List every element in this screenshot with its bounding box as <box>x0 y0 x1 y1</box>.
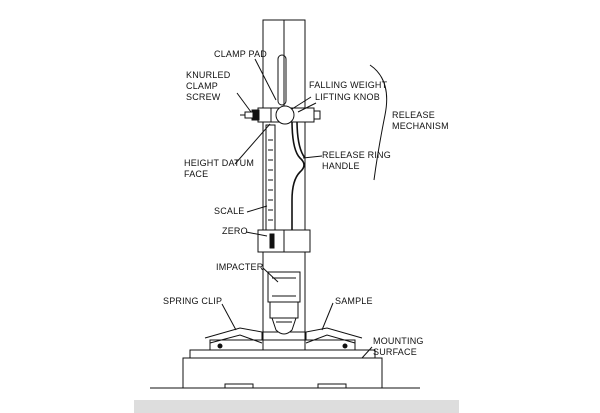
label-height-datum-line2: FACE <box>184 169 208 179</box>
label-height-datum-line1: HEIGHT DATUM <box>184 158 254 168</box>
label-falling-weight: FALLING WEIGHT <box>309 80 388 90</box>
impacter <box>267 271 301 335</box>
base <box>182 349 383 389</box>
mounting-surface <box>134 387 459 413</box>
release-ring-handle <box>291 119 306 235</box>
label-mounting-line2: SURFACE <box>373 347 417 357</box>
label-release-line2: MECHANISM <box>392 121 449 131</box>
release-bracket <box>369 64 388 181</box>
label-release-ring-line1: RELEASE RING <box>322 150 391 160</box>
label-zero: ZERO <box>222 226 248 236</box>
label-release-line1: RELEASE <box>392 110 435 120</box>
label-knurled-line3: SCREW <box>186 92 221 102</box>
label-clamp-pad: CLAMP PAD <box>214 49 267 59</box>
label-scale: SCALE <box>214 206 245 216</box>
label-release-ring-line2: HANDLE <box>322 161 360 171</box>
label-impacter: IMPACTER <box>216 262 264 272</box>
label-knurled-line1: KNURLED <box>186 70 231 80</box>
label-mounting-line1: MOUNTING <box>373 336 424 346</box>
label-sample: SAMPLE <box>335 296 373 306</box>
tube-slot <box>277 54 287 106</box>
labels: CLAMP PAD KNURLED CLAMP SCREW FALLING WE… <box>163 49 449 357</box>
label-lifting-knob: LIFTING KNOB <box>315 92 380 102</box>
leader-lines <box>221 58 373 359</box>
zero-collar <box>257 229 311 253</box>
clamp-assembly <box>240 105 321 125</box>
scale-rod <box>265 124 276 246</box>
label-knurled-line2: CLAMP <box>186 81 218 91</box>
label-spring-clip: SPRING CLIP <box>163 296 222 306</box>
